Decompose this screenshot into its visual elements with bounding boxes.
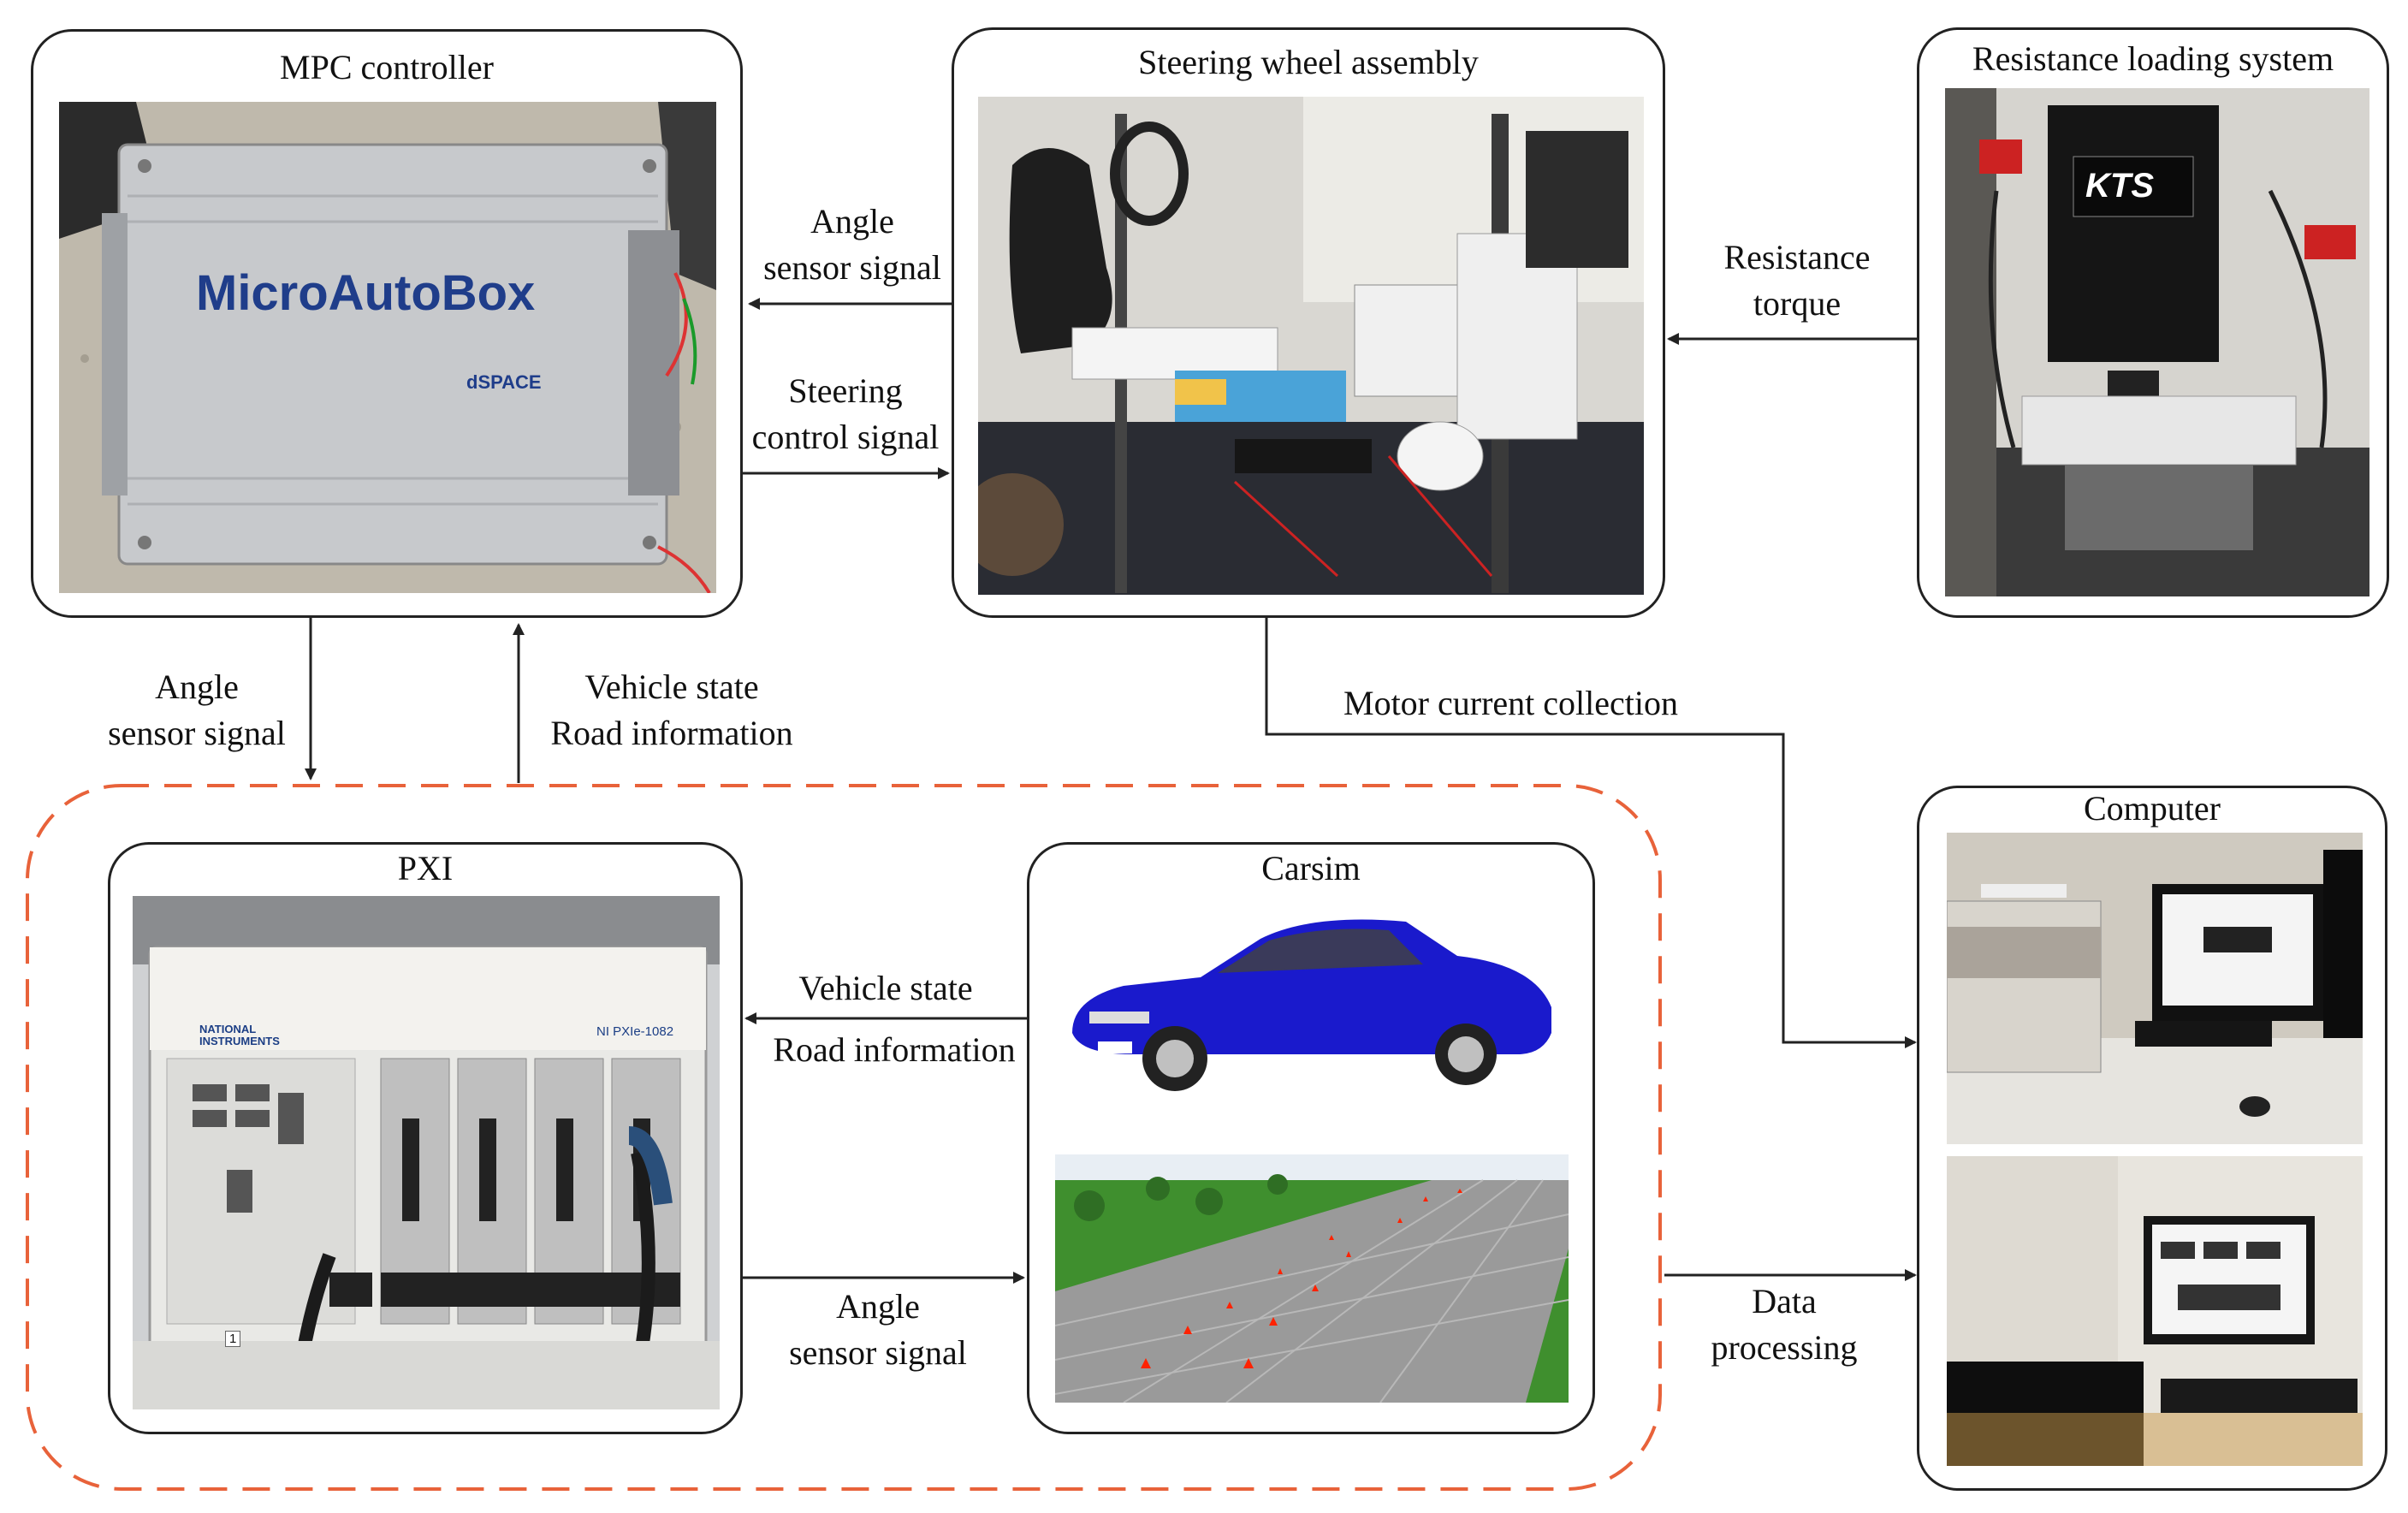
- label-motor-current: Motor current collection: [1343, 684, 1678, 722]
- computer-box: Computer: [1917, 786, 2387, 1491]
- hil-dashed-region: [26, 784, 1662, 1491]
- pxi-box: PXI NATIONAL: [108, 842, 743, 1434]
- label-steering-control: Steering control signal: [751, 371, 940, 456]
- steering-assembly-title: Steering wheel assembly: [1138, 43, 1479, 81]
- label-angle-sensor-to-mpc: Angle sensor signal: [763, 202, 941, 287]
- mpc-controller-box: MPC controller MicroAutoBox dSPACE: [31, 29, 743, 618]
- carsim-road-render: [1055, 1154, 1569, 1403]
- ni-model-label: NI PXIe-1082: [596, 1024, 674, 1039]
- ni-maker-line1: NATIONAL: [199, 1023, 257, 1035]
- label-carsim-vehicle-state: Vehicle state: [798, 969, 973, 1007]
- label-pxi-angle-sensor: Angle sensor signal: [789, 1287, 967, 1372]
- label-vehicle-state-road: Vehicle state Road information: [550, 668, 793, 752]
- ni-maker-line2: INSTRUMENTS: [199, 1035, 280, 1047]
- pxi-title: PXI: [397, 849, 454, 887]
- label-data-processing: Data processing: [1711, 1282, 1858, 1367]
- microautobox-photo: MicroAutoBox dSPACE: [59, 102, 716, 593]
- carsim-vehicle-render: [1055, 905, 1569, 1101]
- resistance-loading-title: Resistance loading system: [1972, 39, 2334, 78]
- label-carsim-road-info: Road information: [773, 1030, 1016, 1069]
- resistance-loading-photo: KTS: [1945, 88, 2369, 596]
- pxi-chassis-photo: NATIONAL INSTRUMENTS NI PXIe-1082 1: [133, 896, 720, 1409]
- label-left-angle-sensor: Angle sensor signal: [108, 668, 286, 752]
- mpc-controller-title: MPC controller: [280, 48, 494, 86]
- steering-assembly-photo: [978, 97, 1644, 595]
- label-resistance-torque: Resistance torque: [1723, 238, 1871, 323]
- carsim-box: Carsim: [1027, 842, 1595, 1434]
- kts-logo: KTS: [2085, 167, 2154, 205]
- ni-slot-number: 1: [225, 1331, 241, 1347]
- computer-photo-bottom: [1947, 1156, 2363, 1466]
- computer-photo-top: [1947, 833, 2363, 1144]
- microautobox-brand: MicroAutoBox: [196, 265, 536, 321]
- computer-title: Computer: [2084, 789, 2221, 828]
- carsim-title: Carsim: [1261, 849, 1361, 887]
- resistance-loading-box: Resistance loading system KTS: [1917, 27, 2389, 618]
- steering-assembly-box: Steering wheel assembly: [952, 27, 1665, 618]
- dspace-brand: dSPACE: [466, 371, 542, 393]
- arrow-motor-current: [1265, 618, 1917, 1048]
